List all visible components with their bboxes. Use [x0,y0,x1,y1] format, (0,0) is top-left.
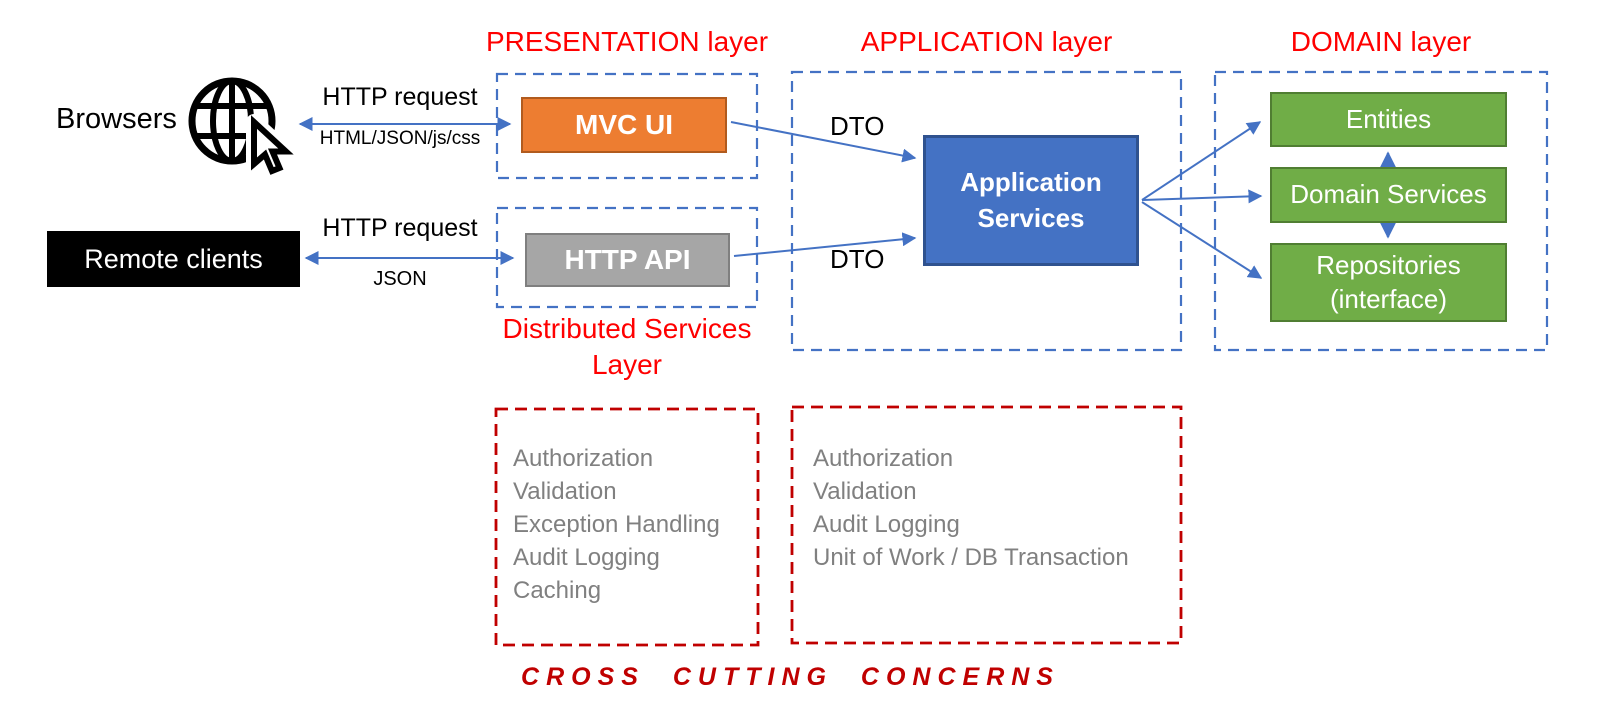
cross-cutting-left-list: Authorization Validation Exception Handl… [513,442,720,607]
app-to-domainsvc-arrow [1141,189,1263,204]
concern-item: Unit of Work / DB Transaction [813,544,1129,571]
concern-item: Audit Logging [513,544,660,571]
dto-label-top: DTO [830,111,885,141]
concern-item: Validation [813,478,917,505]
cross-cutting-right-border [790,405,1183,645]
dto-label-bottom: DTO [830,244,885,274]
distributed-title-line1: Distributed Services [502,313,752,344]
browser-http-request-label: HTTP request [322,83,478,111]
presentation-layer-border [495,72,759,180]
domain-layer-title: DOMAIN layer [1290,26,1472,57]
cross-cutting-left-border [494,407,760,647]
app-to-repo-arrow [1141,201,1263,279]
app-to-entities-arrow [1141,121,1262,201]
entities-box: Entities [1270,92,1507,147]
browsers-label: Browsers [56,103,177,135]
cross-cutting-concerns-caption: CROSS CUTTING CONCERNS [521,663,1060,691]
concern-item: Validation [513,478,617,505]
remote-http-request-label: HTTP request [322,214,478,242]
domain-services-box: Domain Services [1270,167,1507,223]
remote-clients-box: Remote clients [47,231,300,287]
concern-item: Caching [513,577,602,604]
globe-cursor-icon [188,77,294,179]
concern-item: Exception Handling [513,511,720,538]
concern-item: Audit Logging [813,511,960,538]
cursor-pointer [246,114,294,179]
distributed-title-line2: Layer [591,349,663,380]
remote-response-format-label: JSON [373,268,427,290]
domain-layer-border [1213,70,1549,352]
http-api-box: HTTP API [525,233,730,287]
repositories-box: Repositories (interface) [1270,243,1507,322]
concern-item: Authorization [813,445,954,472]
mvc-ui-box: MVC UI [521,97,727,153]
application-layer-border [790,70,1183,352]
application-layer-title: APPLICATION layer [860,26,1113,57]
browser-response-format-label: HTML/JSON/js/css [319,128,481,149]
application-services-box: Application Services [923,135,1139,266]
distributed-services-layer-title: Distributed Services Layer [482,311,772,383]
presentation-layer-title: PRESENTATION layer [485,26,769,57]
concern-item: Authorization [513,445,654,472]
cross-cutting-right-list: Authorization Validation Audit Logging U… [813,442,1129,574]
api-to-app-arrow [733,232,917,257]
mvc-to-app-arrow [730,121,917,163]
